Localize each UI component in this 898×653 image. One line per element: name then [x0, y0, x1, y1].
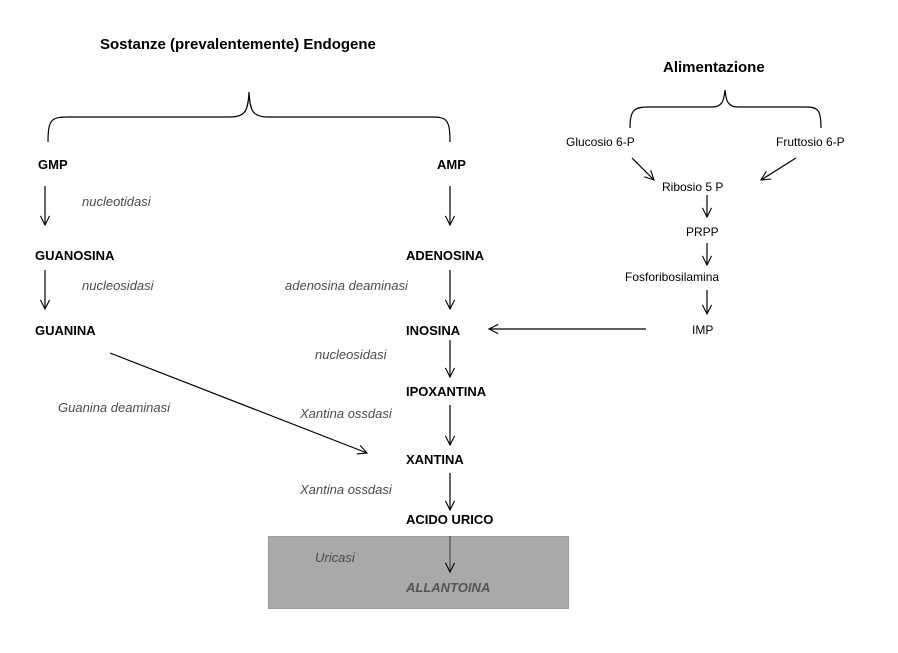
node-ipoxantina: IPOXANTINA	[406, 384, 487, 399]
enzyme-nucleosidasi-left: nucleosidasi	[82, 278, 154, 293]
enzyme-uricasi: Uricasi	[315, 550, 355, 565]
enzyme-nucleotidasi: nucleotidasi	[82, 194, 151, 209]
node-amp: AMP	[437, 157, 466, 172]
enzyme-xantina-ossdasi-1: Xantina ossdasi	[300, 406, 392, 421]
enzyme-guanina-deaminasi: Guanina deaminasi	[58, 400, 171, 415]
arrow-guanina-xantina	[109, 352, 367, 453]
uricase-highlight-box	[268, 536, 569, 609]
diet-title: Alimentazione	[663, 59, 765, 76]
node-allantoina: ALLANTOINA	[406, 580, 491, 595]
node-guanosina: GUANOSINA	[35, 248, 115, 263]
endogenous-title: Sostanze (prevalentemente) Endogene	[100, 36, 376, 53]
enzyme-nucleosidasi-center: nucleosidasi	[315, 347, 387, 362]
node-fosforibosilamina: Fosforibosilamina	[625, 270, 720, 284]
node-glucosio-6p: Glucosio 6-P	[566, 135, 635, 149]
node-guanina: GUANINA	[35, 323, 96, 338]
enzyme-adenosina-deaminasi: adenosina deaminasi	[285, 278, 408, 293]
node-inosina: INOSINA	[406, 323, 461, 338]
arrow-glucosio-ribosio	[631, 157, 654, 180]
node-xantina: XANTINA	[406, 452, 464, 467]
node-acido-urico: ACIDO URICO	[406, 512, 494, 527]
node-imp: IMP	[692, 323, 714, 337]
enzyme-xantina-ossdasi-2: Xantina ossdasi	[300, 482, 392, 497]
node-ribosio-5p: Ribosio 5 P	[662, 180, 724, 194]
diet-brace	[629, 89, 822, 129]
node-prpp: PRPP	[686, 225, 719, 239]
endogenous-brace	[47, 91, 451, 143]
node-fruttosio-6p: Fruttosio 6-P	[776, 135, 845, 149]
node-adenosina: ADENOSINA	[406, 248, 485, 263]
arrow-fruttosio-ribosio	[761, 157, 797, 180]
node-gmp: GMP	[38, 157, 68, 172]
